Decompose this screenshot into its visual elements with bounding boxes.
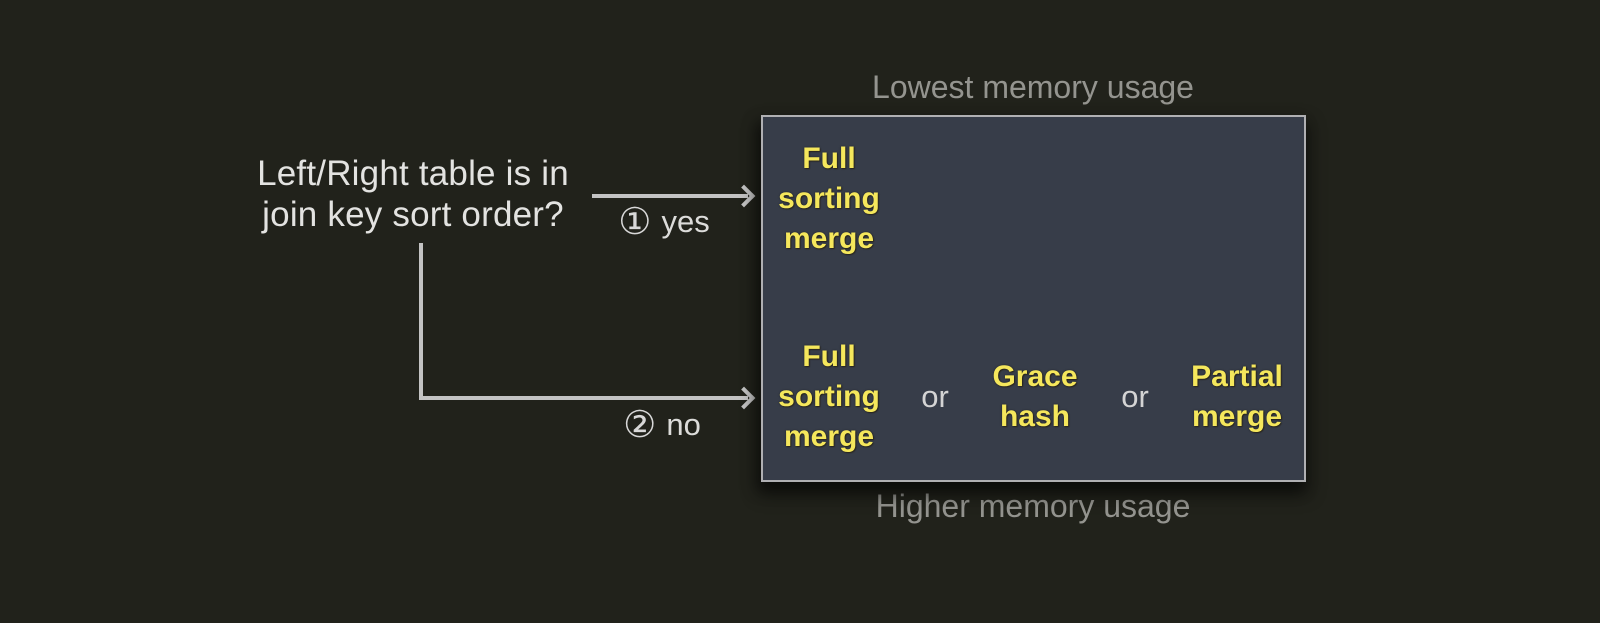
option-full-sorting-merge-sorted: Full sorting merge bbox=[778, 142, 880, 255]
circled-two-icon: ② bbox=[623, 404, 657, 445]
no-arrowhead-icon bbox=[732, 386, 756, 410]
option-grace-hash: Grace hash bbox=[992, 360, 1078, 433]
no-label-text: no bbox=[666, 407, 701, 442]
or-separator-2: or bbox=[1121, 379, 1149, 414]
yes-arrow-shaft bbox=[592, 194, 748, 198]
question-line-2: join key sort order? bbox=[262, 195, 564, 234]
question-line-1: Left/Right table is in bbox=[257, 154, 569, 193]
circled-one-icon: ① bbox=[618, 201, 652, 242]
no-arrow-shaft bbox=[419, 396, 748, 400]
higher-memory-caption: Higher memory usage bbox=[875, 488, 1191, 524]
join-strategies-box: Full sorting merge Full sorting merge or… bbox=[761, 115, 1306, 482]
yes-label-text: yes bbox=[661, 204, 710, 239]
no-branch-label: ② no bbox=[592, 405, 732, 445]
yes-arrowhead-icon bbox=[732, 184, 756, 208]
option-full-sorting-merge-unsorted: Full sorting merge bbox=[778, 340, 880, 453]
or-separator-1: or bbox=[921, 379, 949, 414]
question-text: Left/Right table is in join key sort ord… bbox=[240, 153, 586, 235]
lowest-memory-caption: Lowest memory usage bbox=[872, 69, 1194, 105]
no-branch-vertical-line bbox=[419, 243, 423, 400]
option-partial-merge: Partial merge bbox=[1191, 360, 1283, 433]
yes-branch-label: ① yes bbox=[594, 202, 734, 242]
